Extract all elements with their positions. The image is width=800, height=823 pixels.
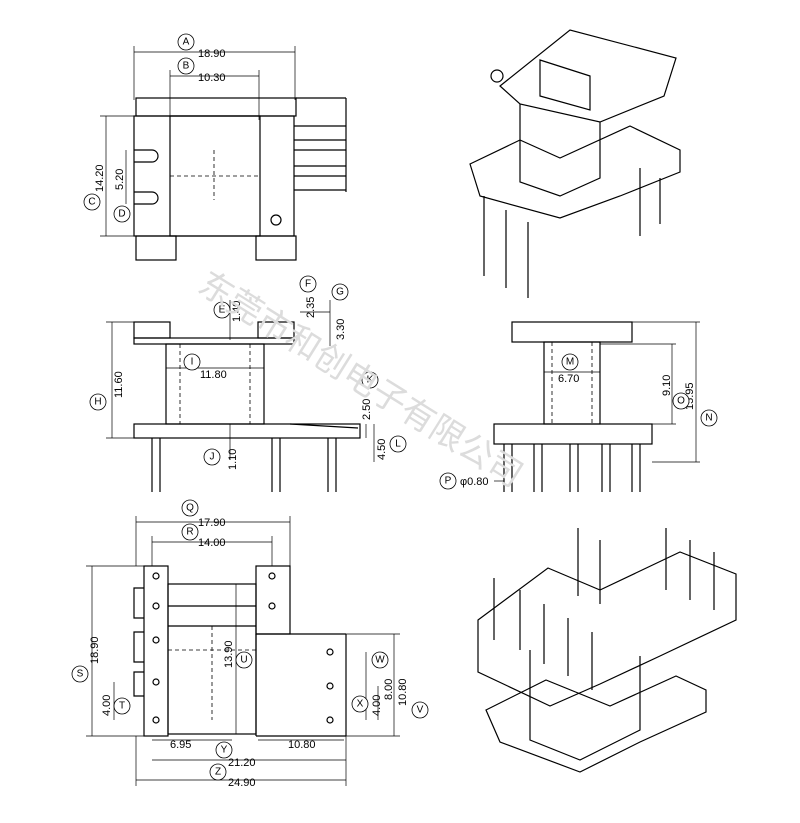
label-k-letter: K <box>367 375 374 386</box>
side-view <box>493 321 700 492</box>
label-r-marker <box>181 523 199 541</box>
label-l-marker <box>389 435 407 453</box>
label-q-marker <box>181 499 199 517</box>
label-y-marker <box>215 741 233 759</box>
dim-e-value: 1.40 <box>231 301 243 322</box>
dim-a-value: 18.90 <box>198 48 226 60</box>
label-z-marker <box>209 763 227 781</box>
front-view <box>106 300 375 492</box>
label-l-letter: L <box>395 439 401 450</box>
label-j-marker <box>203 448 221 466</box>
isometric-view-bottom <box>477 528 737 773</box>
dim-j-value: 1.10 <box>227 449 239 470</box>
label-b-letter: B <box>183 61 190 72</box>
dim-q-value: 17.90 <box>198 517 226 529</box>
label-n-marker <box>700 409 718 427</box>
label-q-letter: Q <box>186 503 194 514</box>
label-z-letter: Z <box>215 767 221 778</box>
dim-m-value: 6.70 <box>558 373 579 385</box>
label-m-marker <box>561 353 579 371</box>
dim-k-value: 2.50 <box>361 399 373 420</box>
dim-g-value: 3.30 <box>335 319 347 340</box>
label-w-letter: W <box>375 655 385 666</box>
label-h-marker <box>89 393 107 411</box>
label-v-letter: V <box>417 705 424 716</box>
dim-h-value: 11.60 <box>113 371 125 398</box>
dim-b-value: 10.30 <box>198 72 226 84</box>
label-y-letter: Y <box>221 745 228 756</box>
label-u-marker <box>235 651 253 669</box>
dim-u-value: 13.90 <box>223 640 235 668</box>
dim-y3-value: 21.20 <box>228 757 256 769</box>
label-k-marker <box>361 371 379 389</box>
label-x-letter: X <box>357 699 364 710</box>
label-a-marker <box>177 33 195 51</box>
dim-x-value: 4.00 <box>371 695 383 716</box>
dim-d-value: 5.20 <box>114 169 126 190</box>
label-s-letter: S <box>77 669 84 680</box>
label-e-marker <box>213 301 231 319</box>
label-e-letter: E <box>219 305 226 316</box>
label-v-marker <box>411 701 429 719</box>
dim-f-value: 2.35 <box>305 297 317 318</box>
label-t-marker <box>113 697 131 715</box>
dim-y-value: 6.95 <box>170 739 191 751</box>
dim-o-value: 9.10 <box>661 375 673 396</box>
dim-t-value: 4.00 <box>101 695 113 716</box>
dim-w-value: 8.00 <box>383 679 395 700</box>
label-u-letter: U <box>240 655 247 666</box>
dim-y2-value: 10.80 <box>288 739 316 751</box>
isometric-view-top <box>469 29 681 298</box>
dim-s-value: 18.90 <box>89 636 101 664</box>
label-o-marker <box>672 392 690 410</box>
watermark-text: 东莞市和创电子有限公司 <box>191 264 529 496</box>
label-j-letter: J <box>210 452 215 463</box>
label-m-letter: M <box>566 357 574 368</box>
label-i-marker <box>183 353 201 371</box>
label-c-letter: C <box>88 197 95 208</box>
dim-c-value: 14.20 <box>94 164 106 192</box>
label-o-letter: O <box>677 396 685 407</box>
label-d-letter: D <box>118 209 125 220</box>
label-t-letter: T <box>119 701 125 712</box>
label-g-letter: G <box>336 287 344 298</box>
label-d-marker <box>113 205 131 223</box>
label-f-marker <box>299 275 317 293</box>
label-h-letter: H <box>94 397 101 408</box>
label-n-letter: N <box>705 413 712 424</box>
label-g-marker <box>331 283 349 301</box>
dim-l-value: 4.50 <box>376 439 388 460</box>
label-p-letter: P <box>445 476 452 487</box>
label-b-marker <box>177 57 195 75</box>
dim-z-value: 24.90 <box>228 777 256 789</box>
dim-i-value: 11.80 <box>200 369 227 381</box>
dim-r-value: 14.00 <box>198 537 226 549</box>
label-i-letter: I <box>191 357 194 368</box>
label-w-marker <box>371 651 389 669</box>
label-a-letter: A <box>183 37 190 48</box>
bottom-view <box>86 516 400 786</box>
label-r-letter: R <box>186 527 193 538</box>
label-f-letter: F <box>305 279 311 290</box>
label-c-marker <box>83 193 101 211</box>
dim-p-value: φ0.80 <box>460 476 489 488</box>
top-view <box>100 46 347 261</box>
label-p-marker <box>439 472 457 490</box>
label-x-marker <box>351 695 369 713</box>
label-s-marker <box>71 665 89 683</box>
dim-v-value: 10.80 <box>397 678 409 706</box>
